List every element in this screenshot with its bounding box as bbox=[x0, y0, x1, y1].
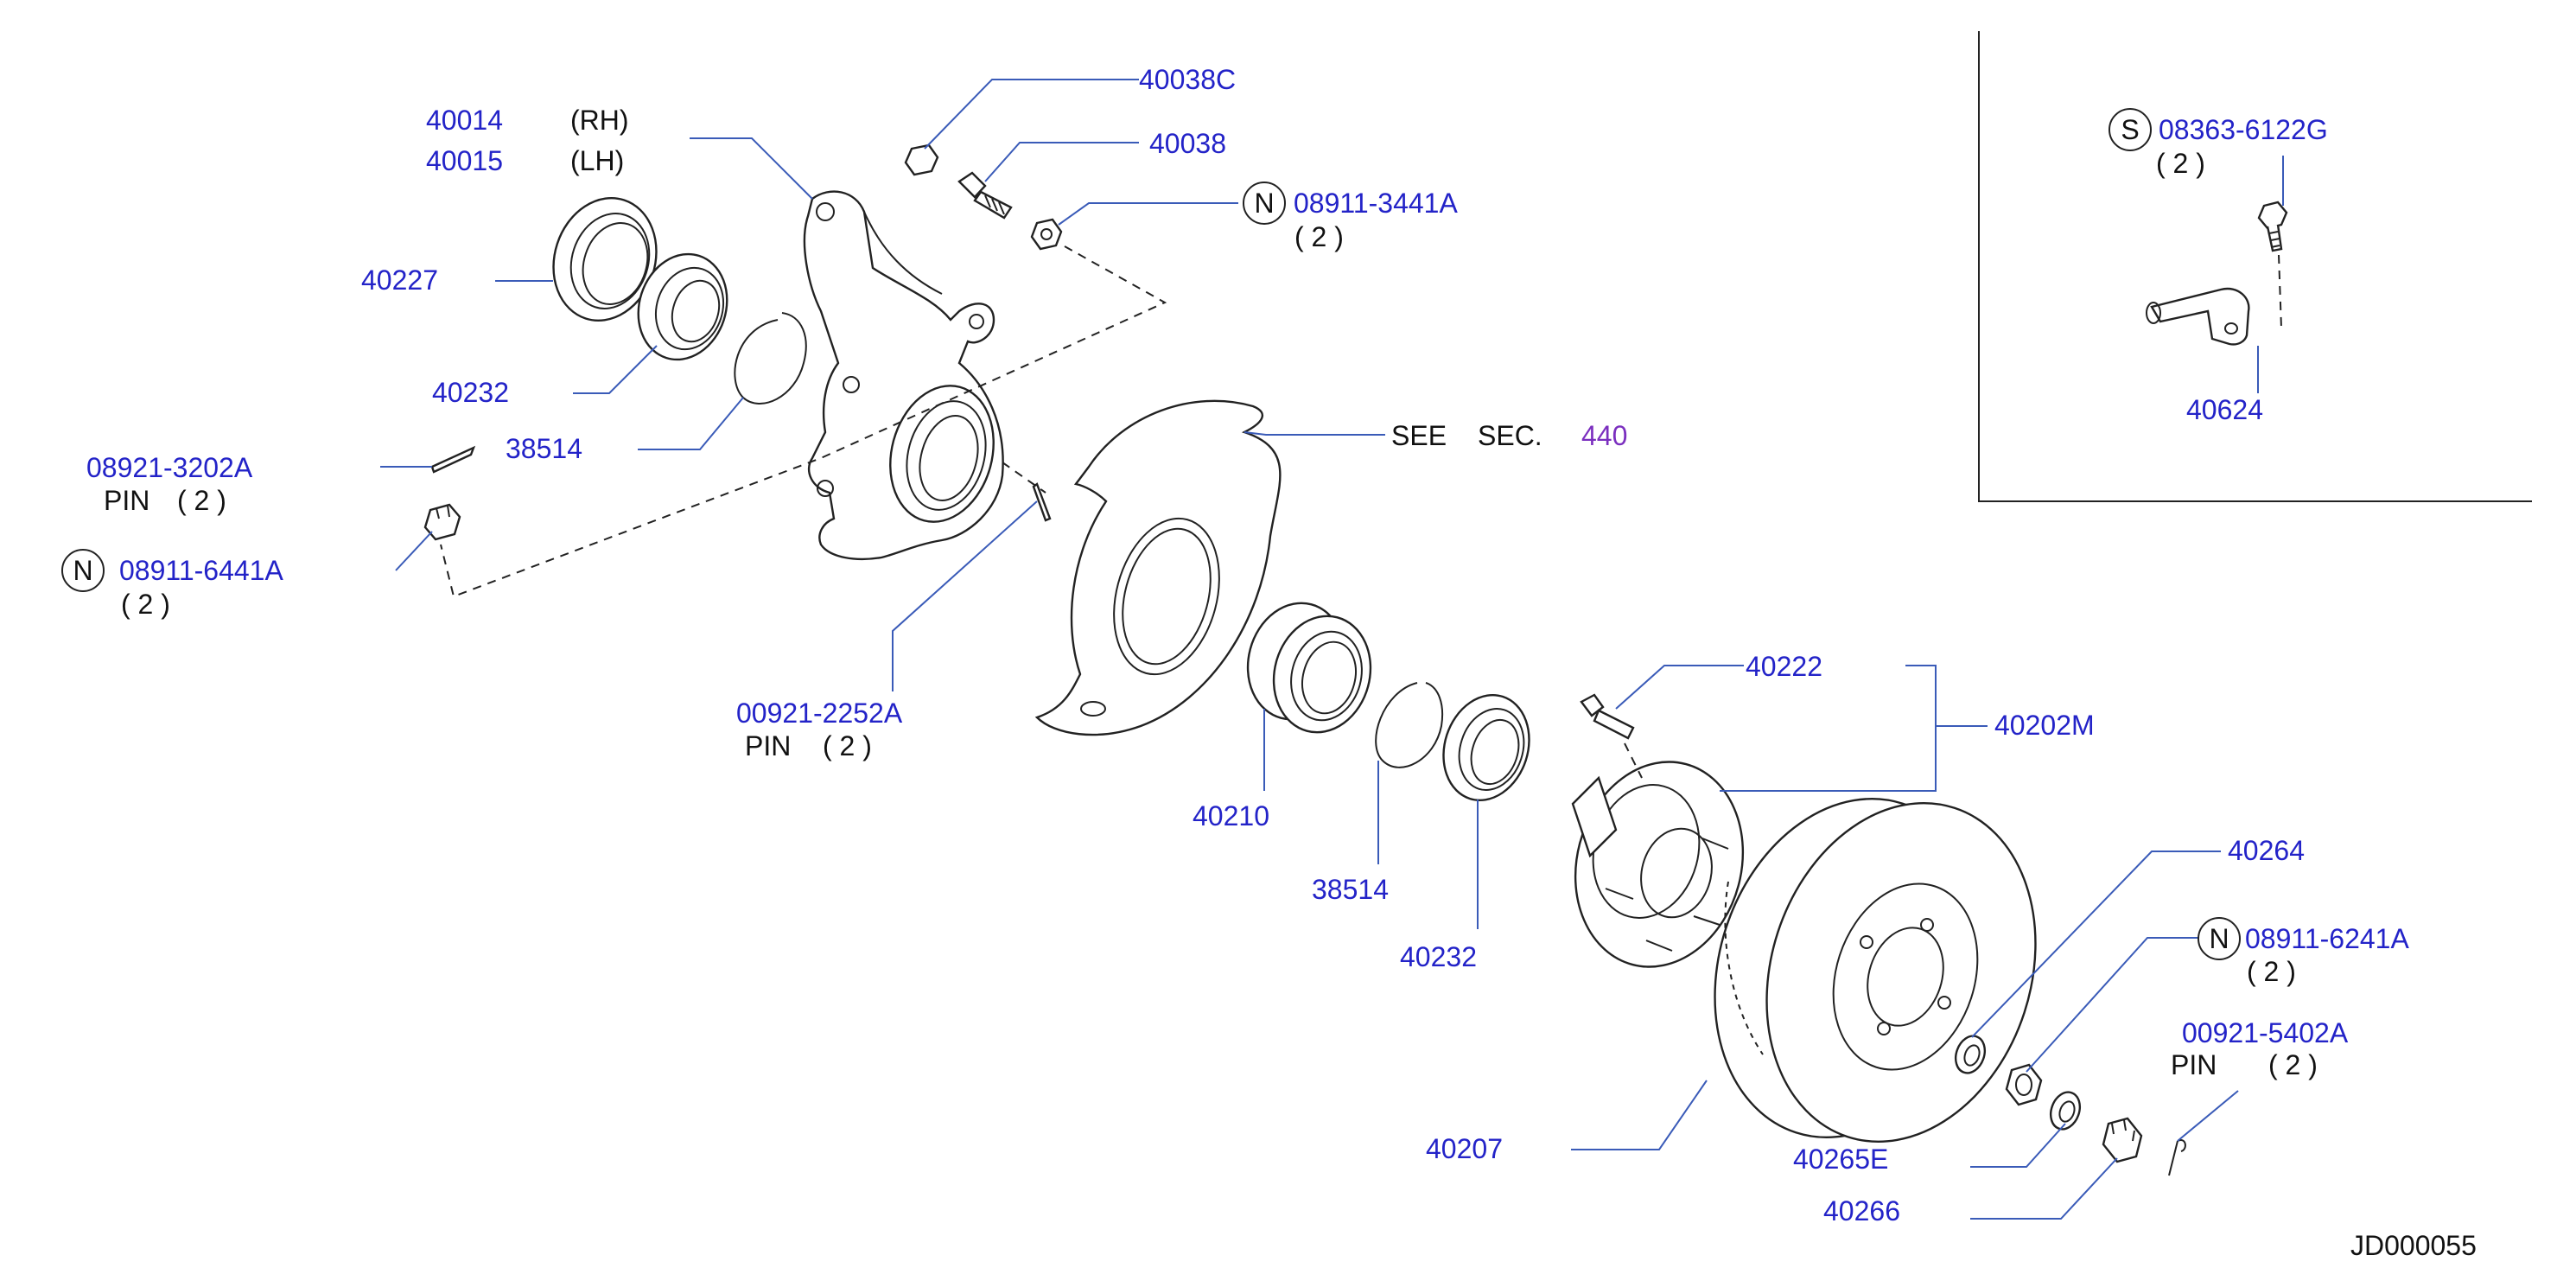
wheel-hub-40202m-drawing bbox=[1571, 761, 1745, 968]
assembly-line-hub-bolt bbox=[1624, 742, 1643, 779]
label-pin-1-qty: ( 2 ) bbox=[177, 485, 226, 516]
bracket-40624-drawing bbox=[2146, 287, 2250, 346]
washer-40264-drawing bbox=[1954, 1035, 1987, 1074]
label-08363-6122g[interactable]: 08363-6122G bbox=[2159, 114, 2328, 145]
label-38514-top[interactable]: 38514 bbox=[506, 433, 582, 464]
nut-40038c-drawing bbox=[904, 143, 939, 176]
nut-08911-6441a-drawing bbox=[423, 503, 461, 541]
label-40015[interactable]: 40015 bbox=[426, 145, 503, 176]
symbol-n-circle-2 bbox=[1243, 182, 1286, 225]
leader-00921-5402a bbox=[2177, 1090, 2239, 1142]
label-sec: SEC. bbox=[1478, 420, 1542, 451]
label-00921-2252a[interactable]: 00921-2252A bbox=[736, 698, 903, 729]
link-sec-440[interactable]: 440 bbox=[1581, 420, 1627, 451]
label-n-2: N bbox=[1254, 188, 1274, 219]
label-lh: (LH) bbox=[570, 145, 624, 176]
label-40222[interactable]: 40222 bbox=[1746, 651, 1822, 682]
label-40265e[interactable]: 40265E bbox=[1793, 1144, 1888, 1175]
label-see: SEE bbox=[1391, 420, 1447, 451]
label-s-1: S bbox=[2121, 114, 2139, 145]
pin-00921-2252a-drawing bbox=[1032, 482, 1052, 522]
label-n-1: N bbox=[73, 555, 92, 586]
steering-knuckle-drawing bbox=[803, 190, 1004, 561]
leader-40265e bbox=[1970, 1123, 2066, 1168]
label-08911-6441a[interactable]: 08911-6441A bbox=[119, 555, 283, 586]
label-40014[interactable]: 40014 bbox=[426, 105, 503, 136]
label-pin-3: PIN bbox=[2171, 1049, 2217, 1080]
cotter-pin-08921-drawing bbox=[430, 445, 476, 474]
label-40210[interactable]: 40210 bbox=[1193, 800, 1269, 831]
bolt-40038-drawing bbox=[957, 171, 1013, 220]
label-08911-3441a-qty: ( 2 ) bbox=[1294, 221, 1344, 252]
hub-bolt-40222-drawing bbox=[1580, 693, 1635, 740]
label-n-3: N bbox=[2209, 923, 2229, 954]
bearing-40232-lower-drawing bbox=[1442, 693, 1530, 802]
label-08911-3441a[interactable]: 08911-3441A bbox=[1294, 188, 1458, 219]
label-40227[interactable]: 40227 bbox=[361, 264, 438, 296]
label-08911-6241a[interactable]: 08911-6241A bbox=[2245, 923, 2409, 954]
bolt-08363-6122g-drawing bbox=[2257, 201, 2288, 252]
leader-40202m-bracket bbox=[1720, 665, 1937, 792]
symbol-s-circle bbox=[2109, 108, 2152, 151]
castle-nut-40266-drawing bbox=[2102, 1117, 2143, 1163]
leader-38514-top bbox=[638, 397, 744, 450]
nut-08911-6241a-drawing bbox=[2005, 1063, 2043, 1106]
label-00921-5402a[interactable]: 00921-5402A bbox=[2182, 1017, 2349, 1048]
leader-40232-top bbox=[573, 345, 658, 394]
snap-ring-38514-lower-drawing bbox=[1375, 682, 1443, 768]
nut-08911-3441a-drawing bbox=[1030, 218, 1063, 251]
leader-40038c bbox=[924, 79, 1139, 150]
leader-40264 bbox=[1971, 851, 2221, 1038]
label-38514-lower[interactable]: 38514 bbox=[1312, 874, 1389, 905]
label-pin-1: PIN bbox=[104, 485, 149, 516]
label-40207[interactable]: 40207 bbox=[1426, 1133, 1503, 1164]
assembly-line-knuckle-nut bbox=[440, 245, 1167, 598]
leader-see-sec-440 bbox=[1243, 431, 1385, 436]
label-08921-3202a[interactable]: 08921-3202A bbox=[86, 452, 253, 483]
leader-40207 bbox=[1571, 1080, 1708, 1150]
label-40264[interactable]: 40264 bbox=[2228, 835, 2305, 866]
diagram-id: JD000055 bbox=[2350, 1230, 2477, 1261]
inset-frame bbox=[1978, 31, 2532, 502]
label-08911-6241a-qty: ( 2 ) bbox=[2247, 956, 2296, 987]
leader-08911-3441a bbox=[1058, 202, 1238, 226]
assembly-line-inset-bolt bbox=[2278, 254, 2282, 329]
washer-40265e-drawing bbox=[2049, 1091, 2082, 1131]
symbol-n-circle-3 bbox=[2198, 917, 2241, 960]
label-40266[interactable]: 40266 bbox=[1823, 1195, 1900, 1226]
label-40232-top[interactable]: 40232 bbox=[432, 377, 509, 408]
label-40624[interactable]: 40624 bbox=[2186, 394, 2263, 425]
leader-40014 bbox=[690, 137, 813, 200]
leader-40222 bbox=[1615, 665, 1744, 710]
leader-40266 bbox=[1970, 1157, 2118, 1220]
pin-00921-5402a-drawing bbox=[2168, 1139, 2186, 1176]
label-08911-6441a-qty: ( 2 ) bbox=[121, 589, 170, 620]
leader-08911-6441a bbox=[395, 531, 433, 571]
leader-08911-6241a bbox=[2026, 937, 2204, 1073]
label-40038c[interactable]: 40038C bbox=[1139, 64, 1236, 95]
label-40038[interactable]: 40038 bbox=[1149, 128, 1226, 159]
leader-00921-2252a bbox=[892, 500, 1038, 691]
bearing-40232-top-drawing bbox=[637, 252, 728, 361]
dust-shield-drawing bbox=[1034, 399, 1282, 736]
symbol-n-circle-1 bbox=[61, 549, 105, 592]
label-pin-3-qty: ( 2 ) bbox=[2268, 1049, 2318, 1080]
snap-ring-38514-top-drawing bbox=[734, 312, 807, 405]
label-pin-2: PIN bbox=[745, 730, 791, 761]
label-40232-lower[interactable]: 40232 bbox=[1400, 941, 1477, 972]
label-40202m[interactable]: 40202M bbox=[1994, 710, 2095, 741]
label-pin-2-qty: ( 2 ) bbox=[823, 730, 872, 761]
label-08363-6122g-qty: ( 2 ) bbox=[2156, 148, 2205, 179]
wheel-bearing-40210-drawing bbox=[1246, 602, 1372, 734]
label-rh: (RH) bbox=[570, 105, 629, 136]
leader-40038 bbox=[984, 142, 1139, 182]
